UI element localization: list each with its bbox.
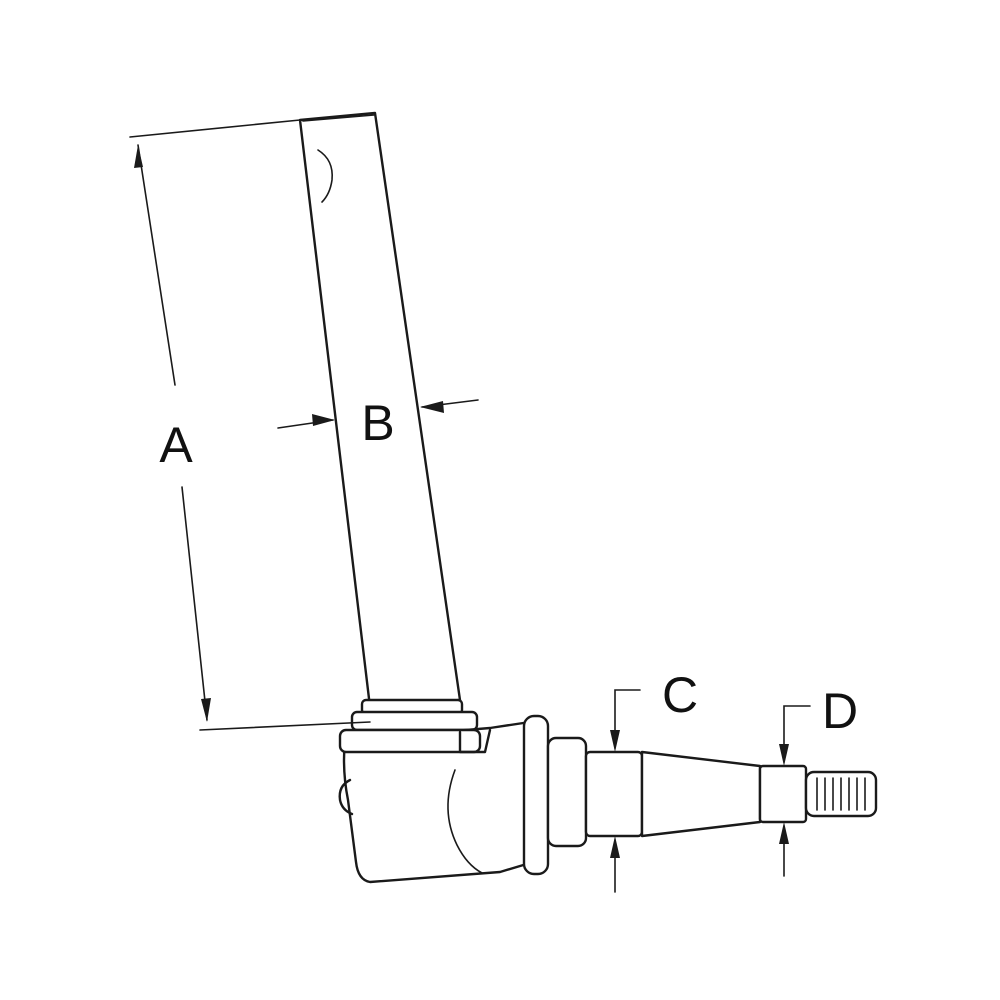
knuckle-housing xyxy=(338,698,542,884)
dimension-label-d: D xyxy=(822,683,858,739)
dimension-label-b: B xyxy=(361,395,394,451)
dimension-label-c: C xyxy=(662,667,698,723)
dimension-b: B xyxy=(277,395,479,451)
dimension-a: A xyxy=(129,119,371,731)
dimension-label-a: A xyxy=(159,417,193,473)
dimension-c: C xyxy=(610,667,698,893)
dimension-d: D xyxy=(779,683,858,877)
thread-lines xyxy=(816,777,866,811)
stub-axle xyxy=(522,714,878,876)
